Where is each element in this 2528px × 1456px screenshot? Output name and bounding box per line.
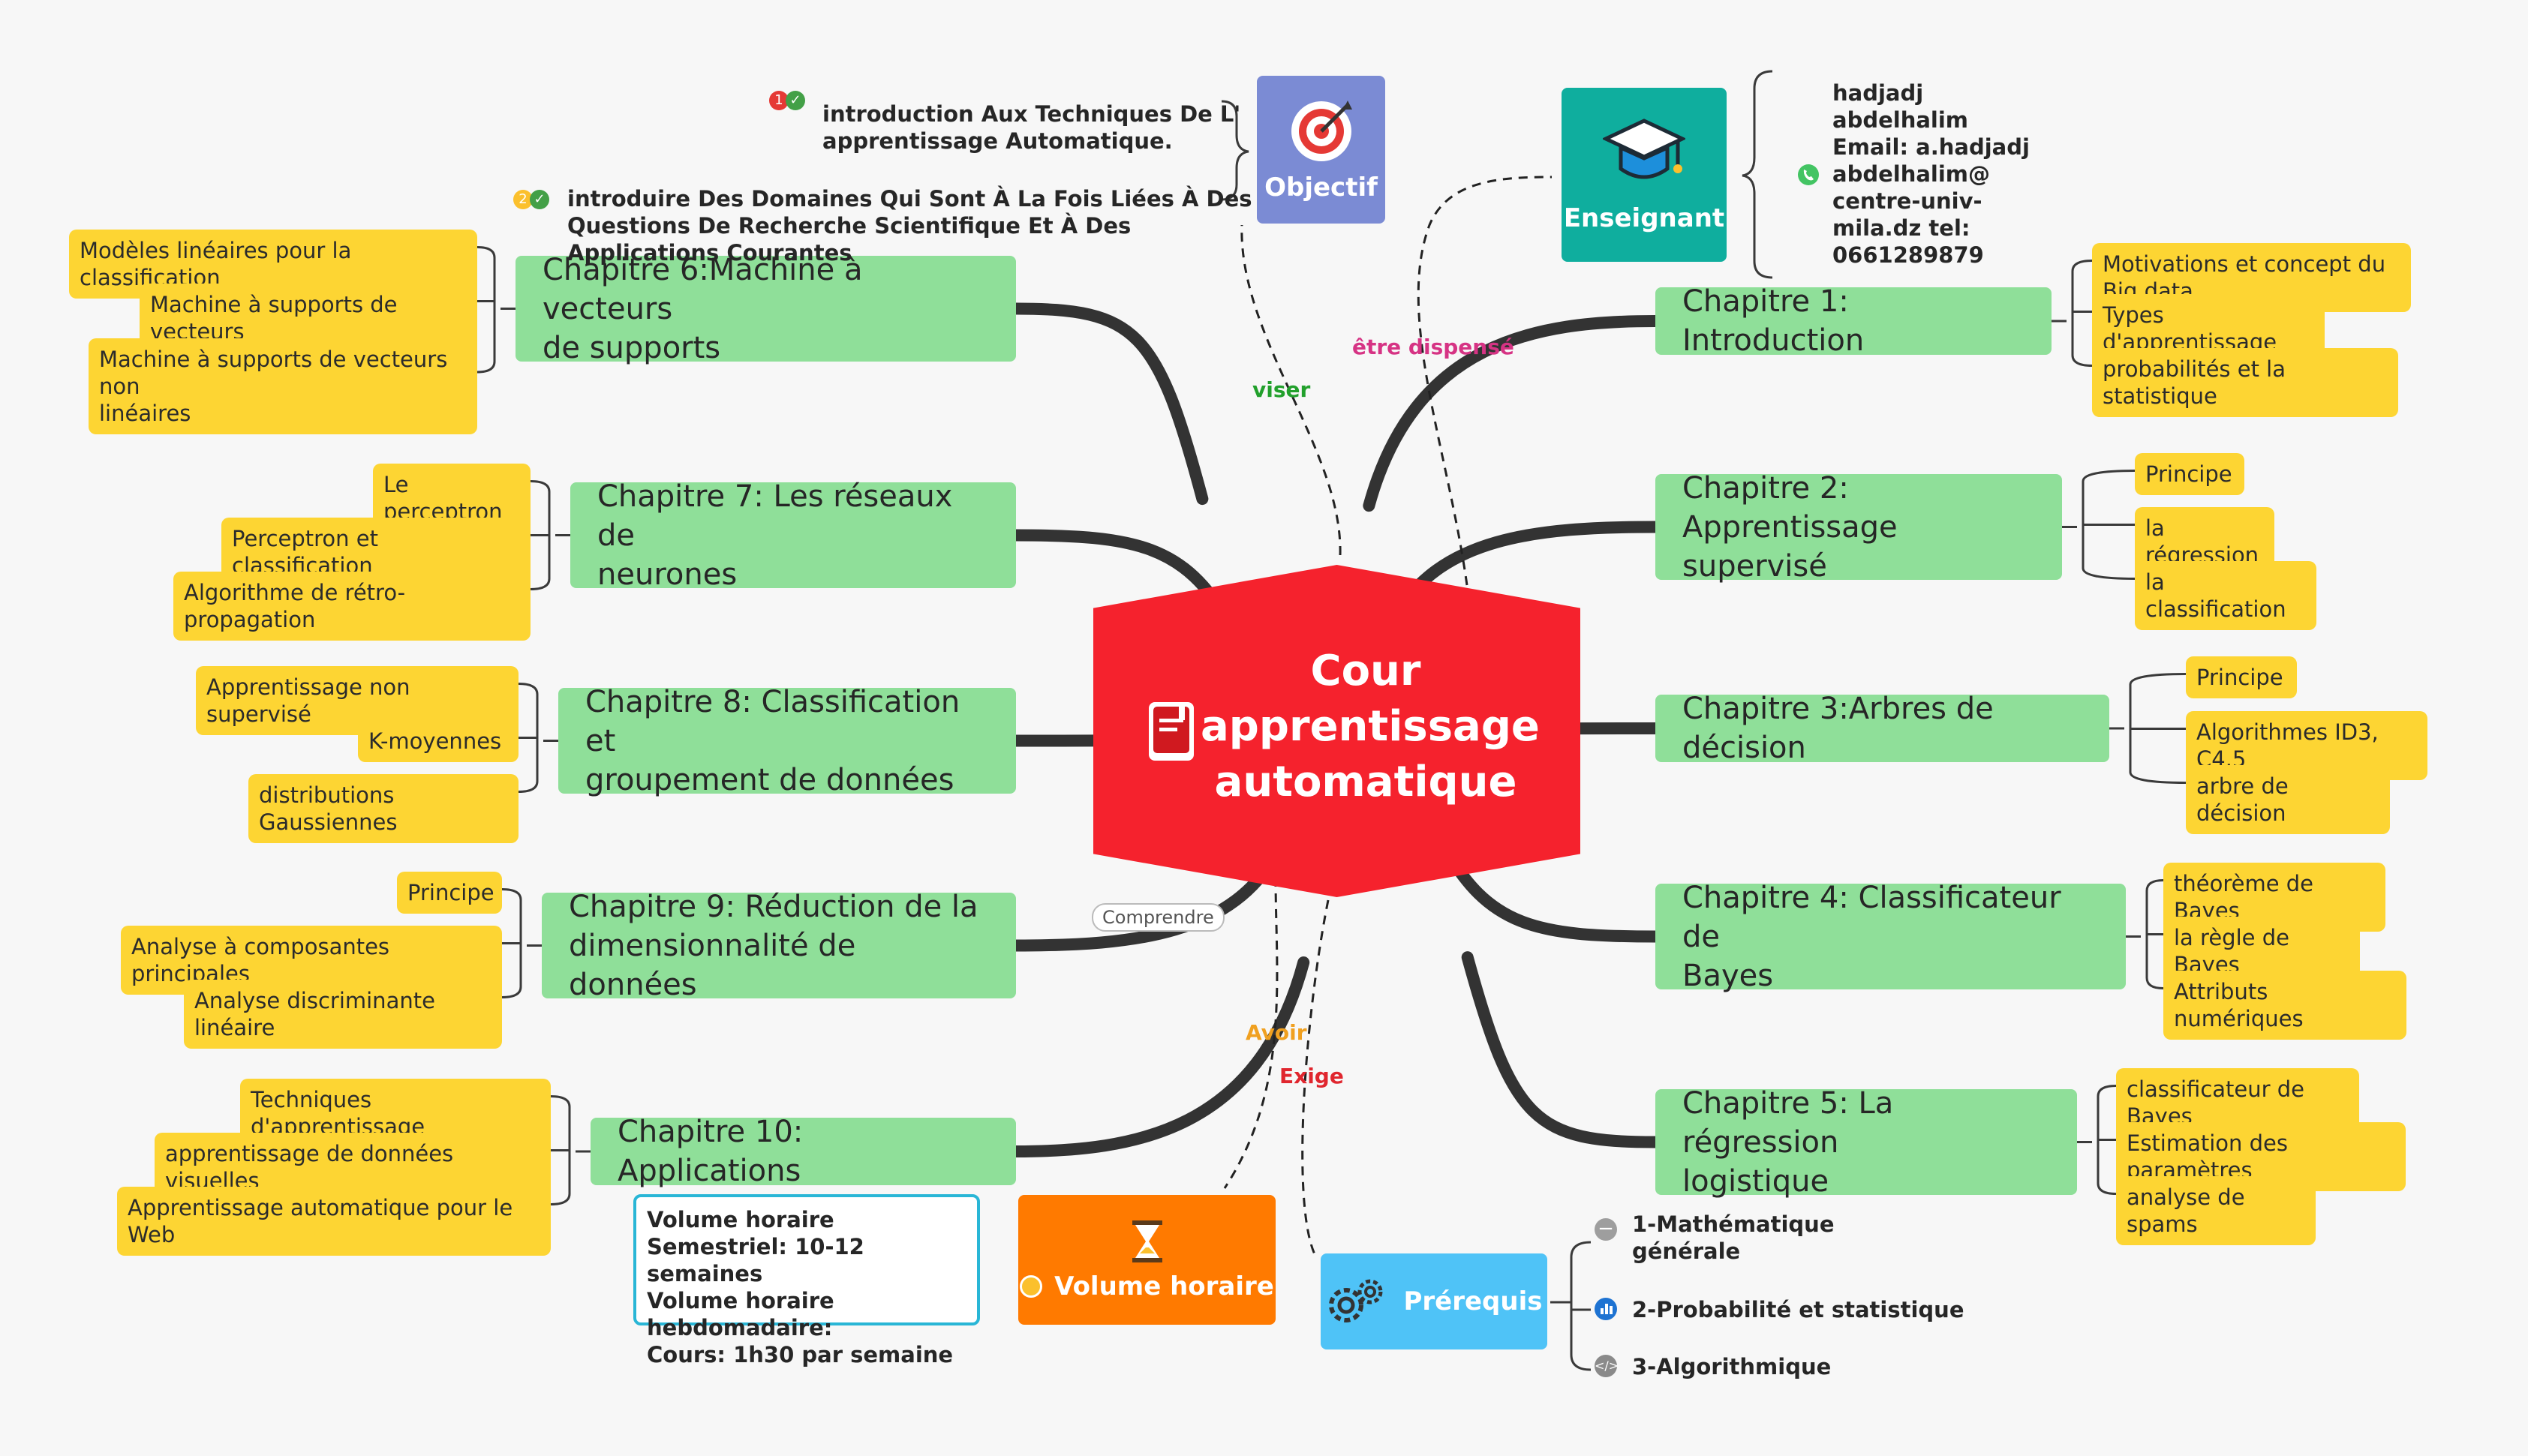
enseignant-box[interactable]: Enseignant (1562, 88, 1727, 262)
chapter-8[interactable]: Chapitre 8: Classification et groupement… (558, 685, 1016, 797)
relation-exige: Exige (1279, 1064, 1344, 1088)
central-title: Cour apprentissage automatique (1201, 647, 1540, 806)
relation-line-etre-dispense (1417, 176, 1553, 586)
volume-label: Volume horaire (1054, 1271, 1274, 1301)
volume-box[interactable]: Volume horaire (1018, 1195, 1276, 1325)
topic-3-1[interactable]: Principe (2186, 656, 2297, 698)
topic-8-2[interactable]: K-moyennes (358, 720, 519, 762)
chapter-1[interactable]: Chapitre 1: Introduction (1655, 284, 2052, 358)
status-dot-icon (1020, 1274, 1043, 1298)
topic-2-1[interactable]: Principe (2135, 453, 2244, 495)
topic-9-3[interactable]: Analyse discriminante linéaire (184, 980, 502, 1049)
objectif-goal-1: introduction Aux Techniques De L' appren… (822, 101, 1241, 154)
volume-details-box: Volume horaire Semestriel: 10-12 semaine… (633, 1194, 980, 1367)
topic-2-3[interactable]: la classification (2135, 561, 2316, 630)
relation-viser: viser (1252, 377, 1311, 402)
chapter-5[interactable]: Chapitre 5: La régression logistique (1655, 1086, 2077, 1199)
relation-etre-dispense: être dispensé (1352, 335, 1514, 359)
objectif-label: Objectif (1264, 172, 1378, 203)
chapter-2[interactable]: Chapitre 2: Apprentissage supervisé (1655, 471, 2062, 584)
volume-details: Volume horaire Semestriel: 10-12 semaine… (647, 1207, 954, 1367)
code-icon: </> (1595, 1355, 1619, 1377)
comprendre-badge[interactable]: Comprendre (1092, 903, 1225, 932)
chapter-4[interactable]: Chapitre 4: Classificateur de Bayes (1655, 881, 2126, 993)
target-icon (1291, 100, 1352, 161)
topic-4-3[interactable]: Attributs numériques (2163, 971, 2406, 1040)
chapter-3[interactable]: Chapitre 3:Arbres de décision (1655, 692, 2109, 765)
minus-circle-icon: − (1595, 1218, 1617, 1241)
topic-5-3[interactable]: analyse de spams (2116, 1176, 2316, 1245)
chapter-10[interactable]: Chapitre 10: Applications (591, 1115, 1016, 1188)
objectif-box[interactable]: Objectif (1257, 76, 1385, 224)
prereq-item-1: − 1-Mathématique générale (1595, 1211, 1834, 1265)
chapter-6[interactable]: Chapitre 6:Machine à vecteurs de support… (516, 253, 1016, 365)
topic-7-3[interactable]: Algorithme de rétro-propagation (173, 572, 531, 641)
prerequis-label: Prérequis (1403, 1286, 1543, 1316)
prereq-item-2: 2-Probabilité et statistique (1595, 1296, 1964, 1323)
hourglass-icon (1132, 1220, 1162, 1262)
check-icon: ✓ (530, 190, 549, 209)
topic-10-3[interactable]: Apprentissage automatique pour le Web (117, 1187, 551, 1256)
bar-chart-icon (1595, 1298, 1617, 1320)
enseignant-label: Enseignant (1563, 203, 1725, 233)
branch-line (1461, 951, 1661, 1148)
gears-icon (1329, 1279, 1383, 1322)
goal-1-badge: 1 ✓ (769, 91, 808, 112)
topic-3-3[interactable]: arbre de décision (2186, 765, 2390, 834)
topic-6-3[interactable]: Machine à supports de vecteurs non linéa… (89, 338, 477, 434)
check-icon: ✓ (786, 91, 805, 110)
topic-1-3[interactable]: probabilités et la statistique (2092, 348, 2398, 417)
chapter-7[interactable]: Chapitre 7: Les réseaux de neurones (570, 479, 1016, 592)
graduation-cap-icon (1603, 119, 1685, 179)
prereq-item-3: </> 3-Algorithmique (1595, 1354, 1832, 1379)
topic-9-1[interactable]: Principe (397, 872, 502, 914)
branch-line (1010, 956, 1310, 1157)
enseignant-contact: hadjadj abdelhalim Email: a.hadjadj abde… (1832, 80, 2030, 268)
objectif-goal-2: introduire Des Domaines Qui Sont À La Fo… (567, 186, 1252, 266)
goal-2-badge: 2 ✓ (513, 190, 552, 211)
chapter-9[interactable]: Chapitre 9: Réduction de la dimensionnal… (542, 890, 1016, 1002)
relation-avoir: Avoir (1246, 1020, 1307, 1045)
topic-8-3[interactable]: distributions Gaussiennes (248, 774, 519, 843)
branch-line (1010, 302, 1209, 506)
phone-icon (1798, 164, 1819, 185)
book-icon (1149, 702, 1194, 761)
prerequis-box[interactable]: Prérequis (1321, 1253, 1547, 1349)
